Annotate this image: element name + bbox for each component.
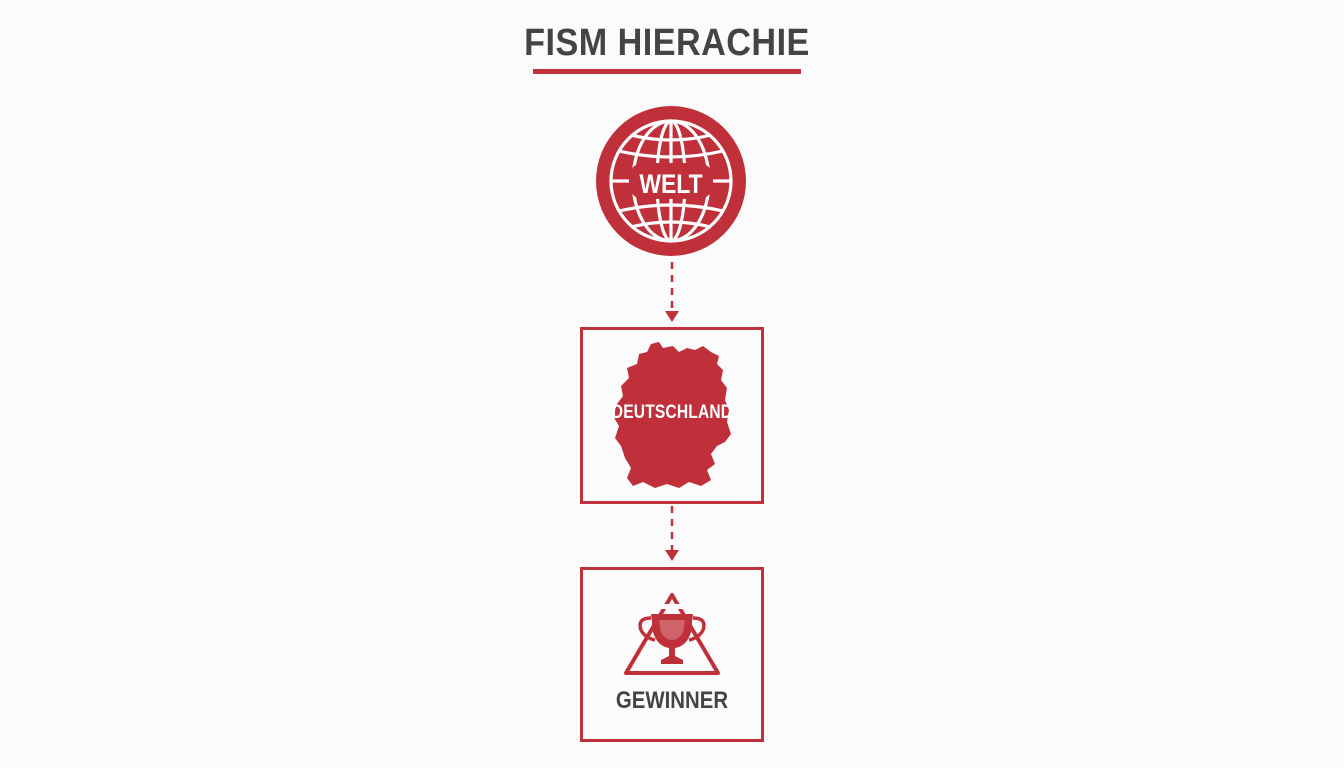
node-label-welt: WELT (639, 169, 703, 199)
germany-map-icon (613, 342, 731, 488)
node-welt: WELT (595, 105, 747, 257)
node-gewinner: GEWINNER (580, 567, 764, 742)
node-label-deutschland: DEUTSCHLAND (611, 402, 733, 423)
globe-icon (596, 106, 746, 256)
node-label-gewinner: GEWINNER (615, 687, 729, 714)
title-underline (533, 69, 801, 74)
node-deutschland: DEUTSCHLAND (580, 327, 764, 504)
diagram-title: FISM HIERACHIE (524, 22, 810, 64)
trophy-icon (624, 593, 720, 675)
